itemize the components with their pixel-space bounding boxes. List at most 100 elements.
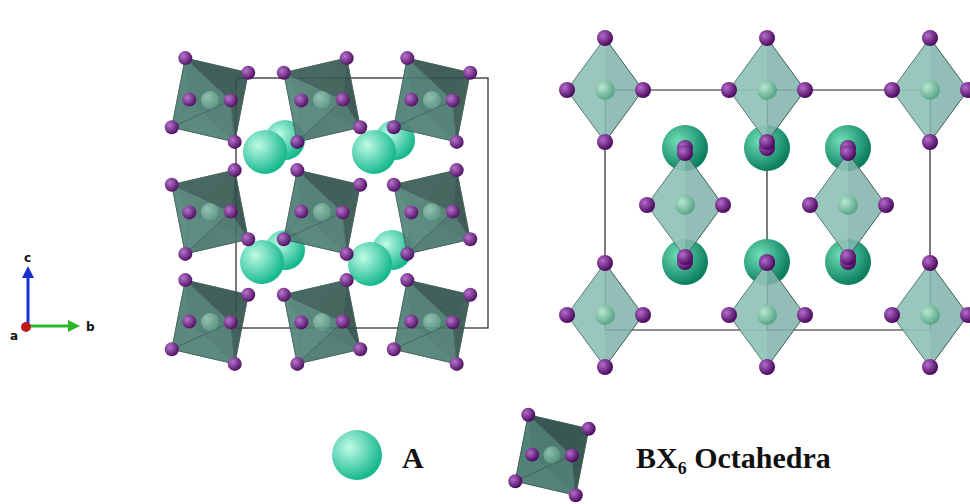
x-anion: [224, 205, 238, 219]
b-cation: [920, 305, 940, 325]
a-cation: [240, 240, 284, 284]
x-anion: [797, 82, 813, 98]
bx6-octahedron: [721, 255, 813, 375]
octahedron-face: [172, 185, 231, 254]
x-anion: [878, 197, 894, 213]
x-anion: [182, 205, 196, 219]
axis-label: a: [10, 330, 18, 342]
x-anion: [639, 197, 655, 213]
c-axis: [27, 276, 30, 326]
octahedron-face: [394, 185, 453, 254]
bx6-octahedron: [165, 163, 255, 261]
x-anion: [677, 249, 693, 265]
octahedron-face: [515, 415, 572, 481]
x-anion: [165, 178, 179, 192]
octahedron-face: [394, 280, 453, 349]
x-anion: [340, 51, 354, 65]
x-anion: [922, 359, 938, 375]
octahedron-face: [172, 58, 231, 127]
b-cation: [595, 80, 615, 100]
x-anion: [797, 307, 813, 323]
x-anion: [228, 135, 242, 149]
b-cation: [423, 91, 441, 109]
octahedron-face: [394, 58, 453, 127]
x-anion: [241, 288, 255, 302]
bx6-octahedron: [387, 273, 477, 371]
b-cation: [920, 80, 940, 100]
octahedron-face: [892, 38, 968, 142]
x-anion: [508, 474, 522, 488]
x-anion: [294, 93, 308, 107]
x-anion: [802, 197, 818, 213]
bx6-octahedron: [884, 255, 970, 375]
x-anion: [400, 247, 414, 261]
bx6-octahedron: [165, 273, 255, 371]
x-anion: [404, 205, 418, 219]
octahedron-face: [647, 153, 723, 257]
bx6-octahedron: [277, 51, 367, 149]
x-anion: [463, 66, 477, 80]
octahedron-face: [284, 170, 343, 239]
x-anion: [387, 178, 401, 192]
bx6-octahedron: [508, 408, 595, 502]
x-anion: [400, 51, 414, 65]
bx6-octahedron: [165, 51, 255, 149]
x-anion: [565, 448, 579, 462]
x-anion: [224, 93, 238, 107]
x-anion: [340, 273, 354, 287]
a-cation: [352, 130, 396, 174]
x-anion: [559, 82, 575, 98]
x-anion: [759, 255, 775, 271]
octahedron-face: [284, 295, 343, 364]
x-anion: [450, 357, 464, 371]
octahedron-face: [729, 38, 805, 142]
x-anion: [597, 359, 613, 375]
arrowhead: [68, 320, 80, 332]
b-cation: [757, 80, 777, 100]
x-anion: [463, 288, 477, 302]
x-anion: [446, 93, 460, 107]
octahedron-face: [810, 153, 886, 257]
x-anion: [277, 66, 291, 80]
b-cation: [675, 195, 695, 215]
x-anion: [759, 30, 775, 46]
octahedron-face: [892, 263, 968, 367]
x-anion: [463, 232, 477, 246]
x-anion: [353, 342, 367, 356]
x-anion: [677, 145, 693, 161]
x-anion: [521, 408, 535, 422]
x-anion: [597, 134, 613, 150]
bx6-octahedron: [639, 145, 731, 265]
x-anion: [635, 307, 651, 323]
b-cation: [313, 91, 331, 109]
x-anion: [178, 51, 192, 65]
a-cation: [243, 130, 287, 174]
x-anion: [559, 307, 575, 323]
axis-label: b: [86, 321, 95, 333]
x-anion: [922, 134, 938, 150]
x-anion: [290, 135, 304, 149]
x-anion: [759, 254, 775, 270]
bx6-octahedron: [559, 30, 651, 150]
b-cation: [313, 203, 331, 221]
octahedron-face: [567, 263, 643, 367]
x-anion: [182, 315, 196, 329]
x-anion: [387, 342, 401, 356]
x-anion: [340, 247, 354, 261]
x-anion: [840, 145, 856, 161]
b-cation: [838, 195, 858, 215]
x-anion: [353, 178, 367, 192]
x-anion: [450, 163, 464, 177]
bx6-octahedron: [721, 30, 813, 150]
x-anion: [597, 30, 613, 46]
x-anion: [353, 120, 367, 134]
legend-label: A: [402, 443, 424, 473]
b-cation: [201, 203, 219, 221]
bx6-octahedron: [277, 163, 367, 261]
bx6-octahedron: [387, 51, 477, 149]
x-anion: [404, 315, 418, 329]
x-anion: [228, 163, 242, 177]
x-anion: [721, 307, 737, 323]
